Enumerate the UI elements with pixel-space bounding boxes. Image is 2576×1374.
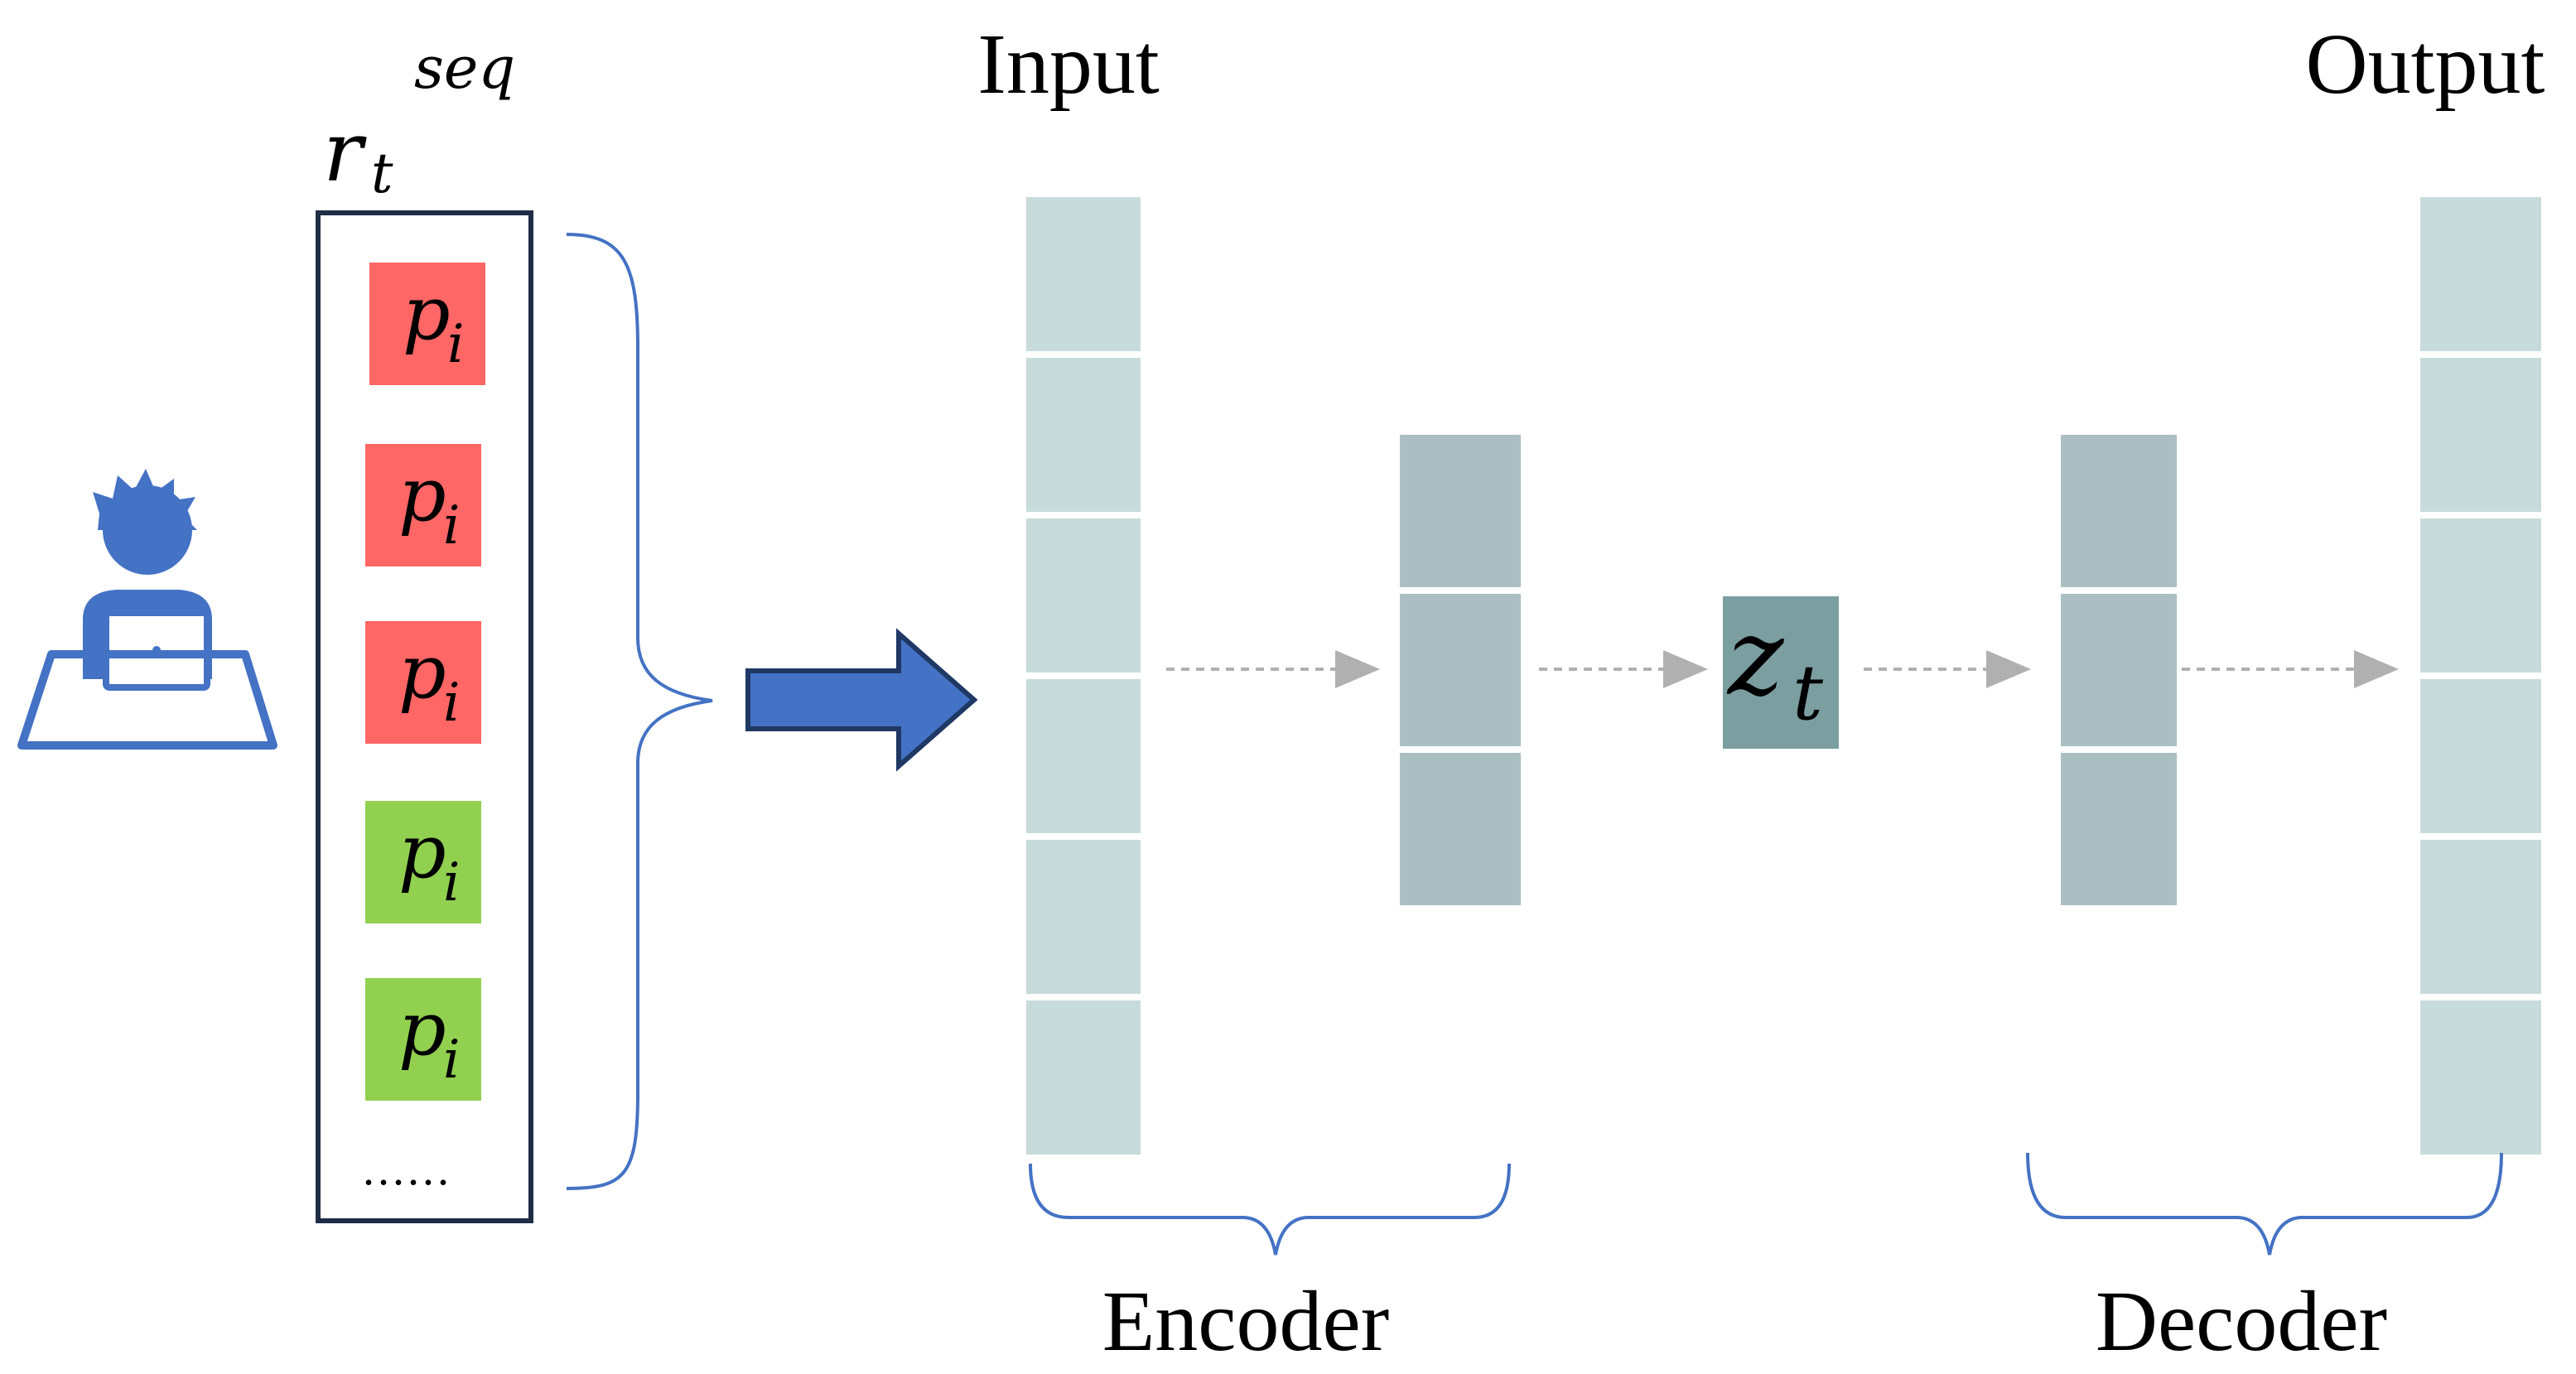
output-unit	[2420, 1000, 2541, 1155]
sequence-ellipsis: ......	[363, 1144, 452, 1195]
sequence-item-box	[365, 444, 481, 566]
sequence-item-box	[365, 978, 481, 1101]
encoder-label: Encoder	[1102, 1274, 1389, 1369]
latent-label-sub: t	[1792, 648, 1824, 737]
sequence-curly-brace	[566, 233, 713, 1190]
flow-arrow-input-to-encoder	[1166, 650, 1380, 688]
output-unit	[2420, 358, 2541, 512]
output-label: Output	[2306, 17, 2545, 112]
encoder-hidden-unit	[1400, 594, 1521, 746]
flow-arrow-decoder-to-output	[2182, 650, 2399, 688]
sequence-item-sub: i	[443, 1029, 460, 1091]
sequence-item-box	[365, 621, 481, 744]
input-unit	[1026, 1000, 1141, 1155]
input-unit	[1026, 840, 1141, 994]
encoder-hidden-unit	[1400, 435, 1521, 587]
decoder-label: Decoder	[2096, 1274, 2387, 1369]
sequence-item-label: p	[398, 451, 446, 538]
sequence-item: pi	[369, 263, 485, 385]
sequence-item: pi	[365, 801, 481, 923]
latent-label-base: z	[1726, 596, 1785, 720]
input-label: Input	[977, 17, 1160, 112]
output-unit	[2420, 197, 2541, 351]
output-layer	[2420, 197, 2541, 1155]
input-unit	[1026, 679, 1141, 833]
input-unit	[1026, 358, 1141, 512]
right-arrow-icon	[745, 628, 978, 772]
encoder-hidden-layer	[1400, 435, 1521, 905]
sequence-item-label: p	[403, 270, 451, 357]
sequence-item-sub: i	[443, 673, 460, 734]
sequence-item-label: p	[398, 808, 446, 895]
output-unit	[2420, 840, 2541, 994]
input-unit	[1026, 518, 1141, 673]
sequence-item: pi	[365, 978, 481, 1101]
decoder-hidden-unit	[2061, 435, 2177, 587]
decoder-bracket	[2026, 1152, 2503, 1256]
output-unit	[2420, 679, 2541, 833]
sequence-item-sub: i	[447, 314, 464, 375]
sequence-box	[316, 210, 533, 1223]
decoder-hidden-layer	[2061, 435, 2177, 905]
decoder-hidden-unit	[2061, 753, 2177, 905]
output-unit	[2420, 518, 2541, 673]
sequence-item-label: p	[398, 629, 446, 716]
sequence-item-box	[369, 263, 485, 385]
sequence-item: pi	[365, 444, 481, 566]
sequence-label-sup: seq	[414, 34, 515, 102]
encoder-bracket	[1029, 1163, 1511, 1256]
flow-arrow-latent-to-decoder	[1864, 650, 2031, 688]
sequence-label-sub: t	[371, 142, 393, 205]
sequence-item-sub: i	[443, 852, 460, 914]
input-unit	[1026, 197, 1141, 351]
sequence-item-sub: i	[443, 495, 460, 557]
sequence-label-base: r	[323, 104, 367, 200]
flow-arrows	[1166, 650, 2399, 688]
flow-arrow-encoder-to-latent	[1539, 650, 1708, 688]
decoder-hidden-unit	[2061, 594, 2177, 746]
user-at-laptop-icon	[17, 469, 277, 750]
latent-unit	[1723, 596, 1839, 749]
sequence-item: pi	[365, 621, 481, 744]
sequence-item-label: p	[398, 986, 446, 1073]
sequence-item-box	[365, 801, 481, 923]
input-layer	[1026, 197, 1141, 1155]
encoder-hidden-unit	[1400, 753, 1521, 905]
